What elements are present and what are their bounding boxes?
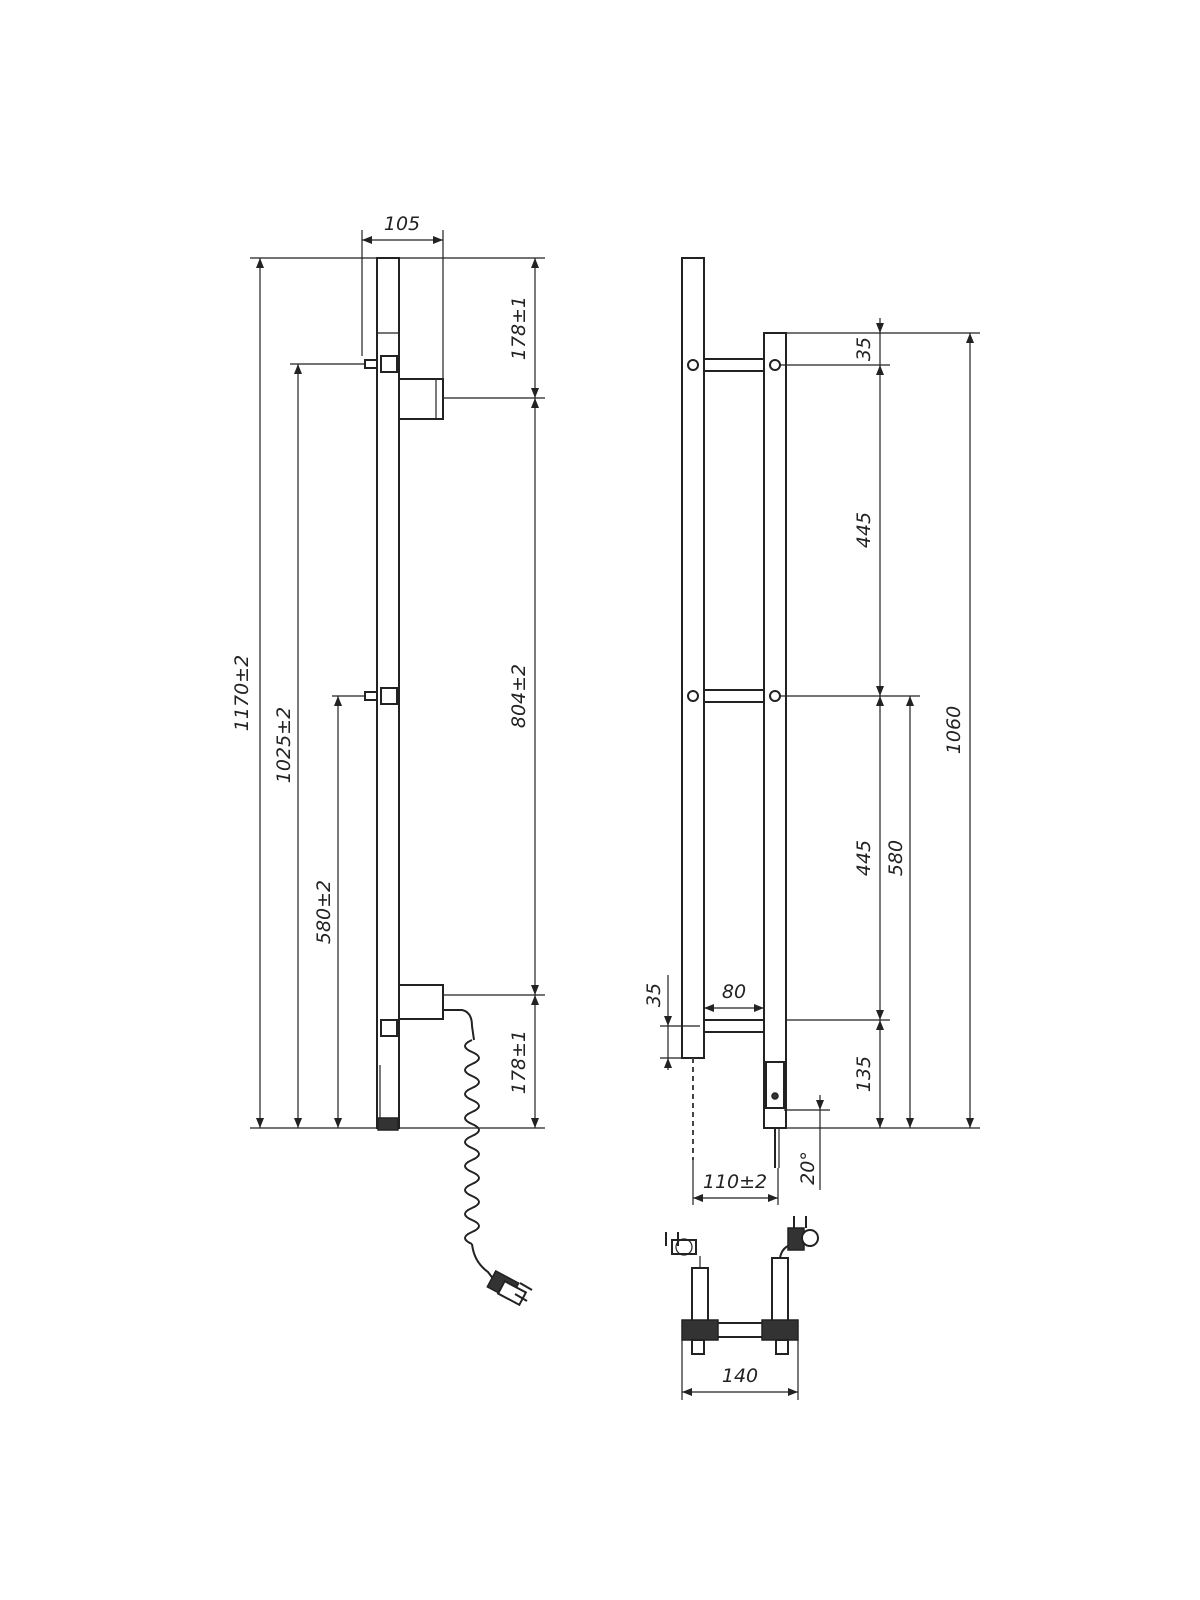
dim-side-total-height: 1060	[890, 332, 980, 1128]
front-plug-icon	[486, 1269, 533, 1307]
dim-front-top-segment-label: 178±1	[508, 296, 530, 360]
dim-side-total-height-label: 1060	[943, 706, 965, 754]
front-bottom-cap	[377, 1117, 399, 1131]
dim-side-top-offset-label: 35	[853, 337, 875, 361]
dim-front-middle-label: 804±2	[508, 664, 530, 728]
dim-side-mid-height: 580	[885, 696, 914, 1128]
side-hole-front-top	[687, 359, 699, 371]
dim-side-standoff: 80	[704, 981, 764, 1012]
front-upper-bracket	[380, 355, 398, 373]
dim-front-width: 105	[361, 213, 444, 410]
dim-side-angle: 20°	[784, 1095, 830, 1190]
top-view: 140	[665, 1216, 819, 1400]
front-view: 105 1170±2 1025±2 580±2	[231, 213, 545, 1307]
front-middle-bracket	[380, 687, 398, 705]
side-heater-box	[765, 1061, 785, 1109]
side-standoff-top	[703, 358, 765, 372]
side-rear-tube	[763, 332, 787, 1129]
dim-top-width-label: 140	[722, 1365, 758, 1387]
dim-side-span-upper-label: 445	[853, 512, 875, 548]
side-view: 35 445 445 135 580 1060 35	[643, 257, 980, 1205]
dim-front-upper-mount: 1025±2	[273, 363, 365, 1128]
dim-side-right-chain: 35 445 445 135	[780, 318, 980, 1129]
dim-front-right-chain: 178±1 804±2 178±1	[399, 257, 545, 1129]
front-lower-bracket	[380, 1019, 398, 1037]
dim-side-bottom-offset-label: 35	[643, 983, 665, 1007]
side-standoff-middle	[703, 689, 765, 703]
dim-side-bottom-mount-label: 135	[853, 1056, 875, 1092]
dim-front-bottom-segment-label: 178±1	[508, 1030, 530, 1094]
front-coiled-cord	[464, 1039, 480, 1245]
dim-side-mid-height-label: 580	[885, 840, 907, 876]
dim-front-overall-label: 1170±2	[231, 655, 253, 731]
dim-side-span-lower-label: 445	[853, 840, 875, 876]
dim-front-width-label: 105	[384, 213, 420, 235]
top-left-plug-icon	[665, 1232, 701, 1268]
front-cable	[443, 1009, 475, 1041]
dim-side-bottom-offset: 35	[643, 975, 700, 1070]
front-screw-upper	[364, 359, 378, 369]
dim-side-depth: 110±2	[692, 1160, 779, 1205]
dim-front-lower-mount-label: 580±2	[313, 880, 335, 944]
dim-front-upper-mount-label: 1025±2	[273, 707, 295, 783]
top-left-post	[691, 1267, 709, 1325]
dim-side-standoff-label: 80	[722, 981, 746, 1003]
dim-front-lower-mount: 580±2	[313, 695, 365, 1128]
side-hole-rear-top	[769, 359, 781, 371]
dim-side-depth-label: 110±2	[703, 1171, 767, 1193]
top-left-base	[681, 1319, 719, 1341]
front-screw-middle	[364, 691, 378, 701]
dim-front-overall: 1170±2	[231, 257, 377, 1129]
side-hole-rear-middle	[769, 690, 781, 702]
side-front-tube	[681, 257, 705, 1059]
top-right-plug-icon	[779, 1216, 819, 1259]
front-bottom-box	[398, 984, 444, 1020]
side-standoff-bottom	[703, 1019, 765, 1033]
dim-top-width: 140	[681, 1340, 799, 1400]
dim-side-angle-label: 20°	[797, 1151, 819, 1185]
top-right-base	[761, 1319, 799, 1341]
top-right-post	[771, 1257, 789, 1325]
side-hole-front-middle	[687, 690, 699, 702]
